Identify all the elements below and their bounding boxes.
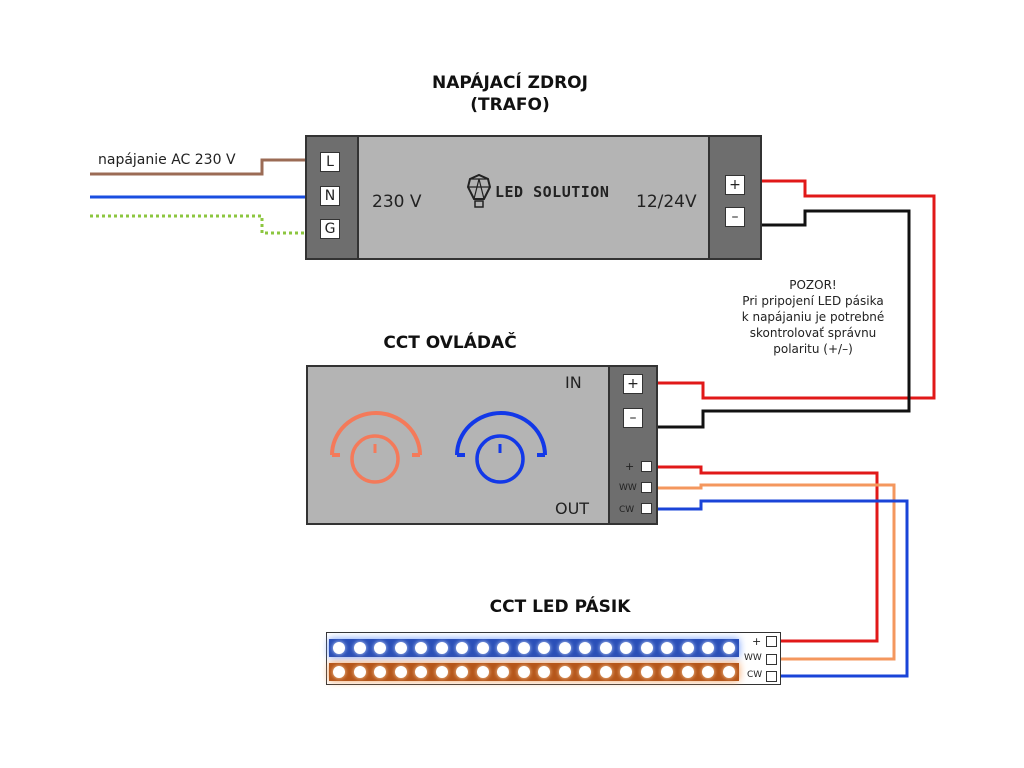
strip-cw-label: CW bbox=[747, 670, 763, 680]
strip-title: CCT LED PÁSIK bbox=[489, 597, 631, 617]
warm-white-led-row bbox=[329, 663, 739, 681]
strip-positive-terminal bbox=[766, 636, 777, 647]
controller-out-positive-terminal bbox=[641, 461, 652, 472]
strip-ww-label: WW bbox=[744, 653, 762, 663]
led bbox=[374, 642, 387, 654]
warning-line: POZOR! bbox=[789, 278, 837, 292]
strip-ww-terminal bbox=[766, 654, 777, 665]
led bbox=[661, 642, 674, 654]
controller-out-cw-label: CW bbox=[619, 505, 635, 515]
controller-title: CCT OVLÁDAČ bbox=[383, 333, 517, 353]
controller-out-label: OUT bbox=[555, 499, 590, 518]
terminal-G: G bbox=[320, 219, 340, 239]
power-supply-title: NAPÁJACÍ ZDROJ (TRAFO) bbox=[400, 72, 620, 116]
controller-out-cw-terminal bbox=[641, 503, 652, 514]
strip-cw-terminal bbox=[766, 671, 777, 682]
led bbox=[333, 642, 346, 654]
wire-psu-negative bbox=[658, 209, 911, 429]
led bbox=[394, 666, 407, 678]
led bbox=[579, 642, 592, 654]
led bbox=[620, 666, 633, 678]
controller-out-ww-label: WW bbox=[619, 483, 637, 493]
led bbox=[558, 642, 571, 654]
psu-terminal-positive: + bbox=[725, 175, 745, 195]
power-supply-right-terminal-block bbox=[708, 135, 762, 260]
terminal-L: L bbox=[320, 152, 340, 172]
brand-logo: LED SOLUTION bbox=[466, 173, 609, 211]
led bbox=[497, 666, 510, 678]
led bbox=[517, 666, 530, 678]
led bbox=[579, 666, 592, 678]
strip-positive-label: + bbox=[752, 635, 762, 648]
led bbox=[374, 666, 387, 678]
mains-wire-L bbox=[90, 158, 305, 176]
led bbox=[435, 666, 448, 678]
wire-out-ww bbox=[658, 483, 896, 661]
controller-in-positive: + bbox=[623, 374, 643, 394]
warning-line: Pri pripojení LED pásika bbox=[742, 294, 884, 308]
controller-out-ww-terminal bbox=[641, 482, 652, 493]
led bbox=[415, 642, 428, 654]
mains-label: napájanie AC 230 V bbox=[98, 152, 236, 168]
led bbox=[558, 666, 571, 678]
cold-white-led-row bbox=[329, 639, 739, 657]
wire-psu-positive bbox=[658, 179, 936, 400]
warning-line: skontrolovať správnu bbox=[749, 326, 877, 340]
bulb-icon bbox=[466, 173, 492, 208]
warning-line: k napájaniu je potrebné bbox=[741, 310, 885, 324]
led bbox=[722, 666, 735, 678]
led bbox=[435, 642, 448, 654]
psu-input-voltage: 230 V bbox=[372, 192, 422, 212]
led bbox=[456, 666, 469, 678]
led bbox=[476, 642, 489, 654]
led-strip: + WW CW bbox=[326, 632, 781, 685]
power-supply-title-line1: NAPÁJACÍ ZDROJ bbox=[432, 73, 588, 93]
polarity-warning: POZOR! Pri pripojení LED pásika k napája… bbox=[728, 277, 898, 357]
controller-out-positive-label: + bbox=[625, 460, 635, 473]
led bbox=[640, 666, 653, 678]
wire-out-positive bbox=[658, 465, 879, 643]
warning-line: polaritu (+/–) bbox=[773, 342, 853, 356]
led bbox=[538, 666, 551, 678]
led bbox=[333, 666, 346, 678]
cold-white-knob-icon bbox=[455, 411, 547, 484]
led bbox=[353, 666, 366, 678]
led bbox=[353, 642, 366, 654]
terminal-N: N bbox=[320, 186, 340, 206]
led bbox=[702, 642, 715, 654]
brand-name: LED SOLUTION bbox=[495, 183, 610, 201]
led bbox=[640, 642, 653, 654]
led bbox=[538, 642, 551, 654]
led bbox=[415, 666, 428, 678]
controller-in-negative: – bbox=[623, 408, 643, 428]
psu-output-voltage: 12/24V bbox=[636, 192, 697, 212]
led bbox=[681, 666, 694, 678]
power-supply-body bbox=[357, 135, 710, 260]
led bbox=[599, 666, 612, 678]
wire-out-cw bbox=[658, 499, 909, 678]
led bbox=[722, 642, 735, 654]
controller-in-label: IN bbox=[565, 373, 582, 392]
led bbox=[497, 642, 510, 654]
led bbox=[661, 666, 674, 678]
led bbox=[394, 642, 407, 654]
led bbox=[702, 666, 715, 678]
led bbox=[681, 642, 694, 654]
mains-wire-G bbox=[90, 214, 305, 235]
power-supply-title-line2: (TRAFO) bbox=[470, 95, 550, 115]
led bbox=[517, 642, 530, 654]
psu-terminal-negative: – bbox=[725, 207, 745, 227]
led bbox=[620, 642, 633, 654]
warm-white-knob-icon bbox=[330, 411, 422, 484]
led bbox=[599, 642, 612, 654]
led bbox=[456, 642, 469, 654]
led bbox=[476, 666, 489, 678]
